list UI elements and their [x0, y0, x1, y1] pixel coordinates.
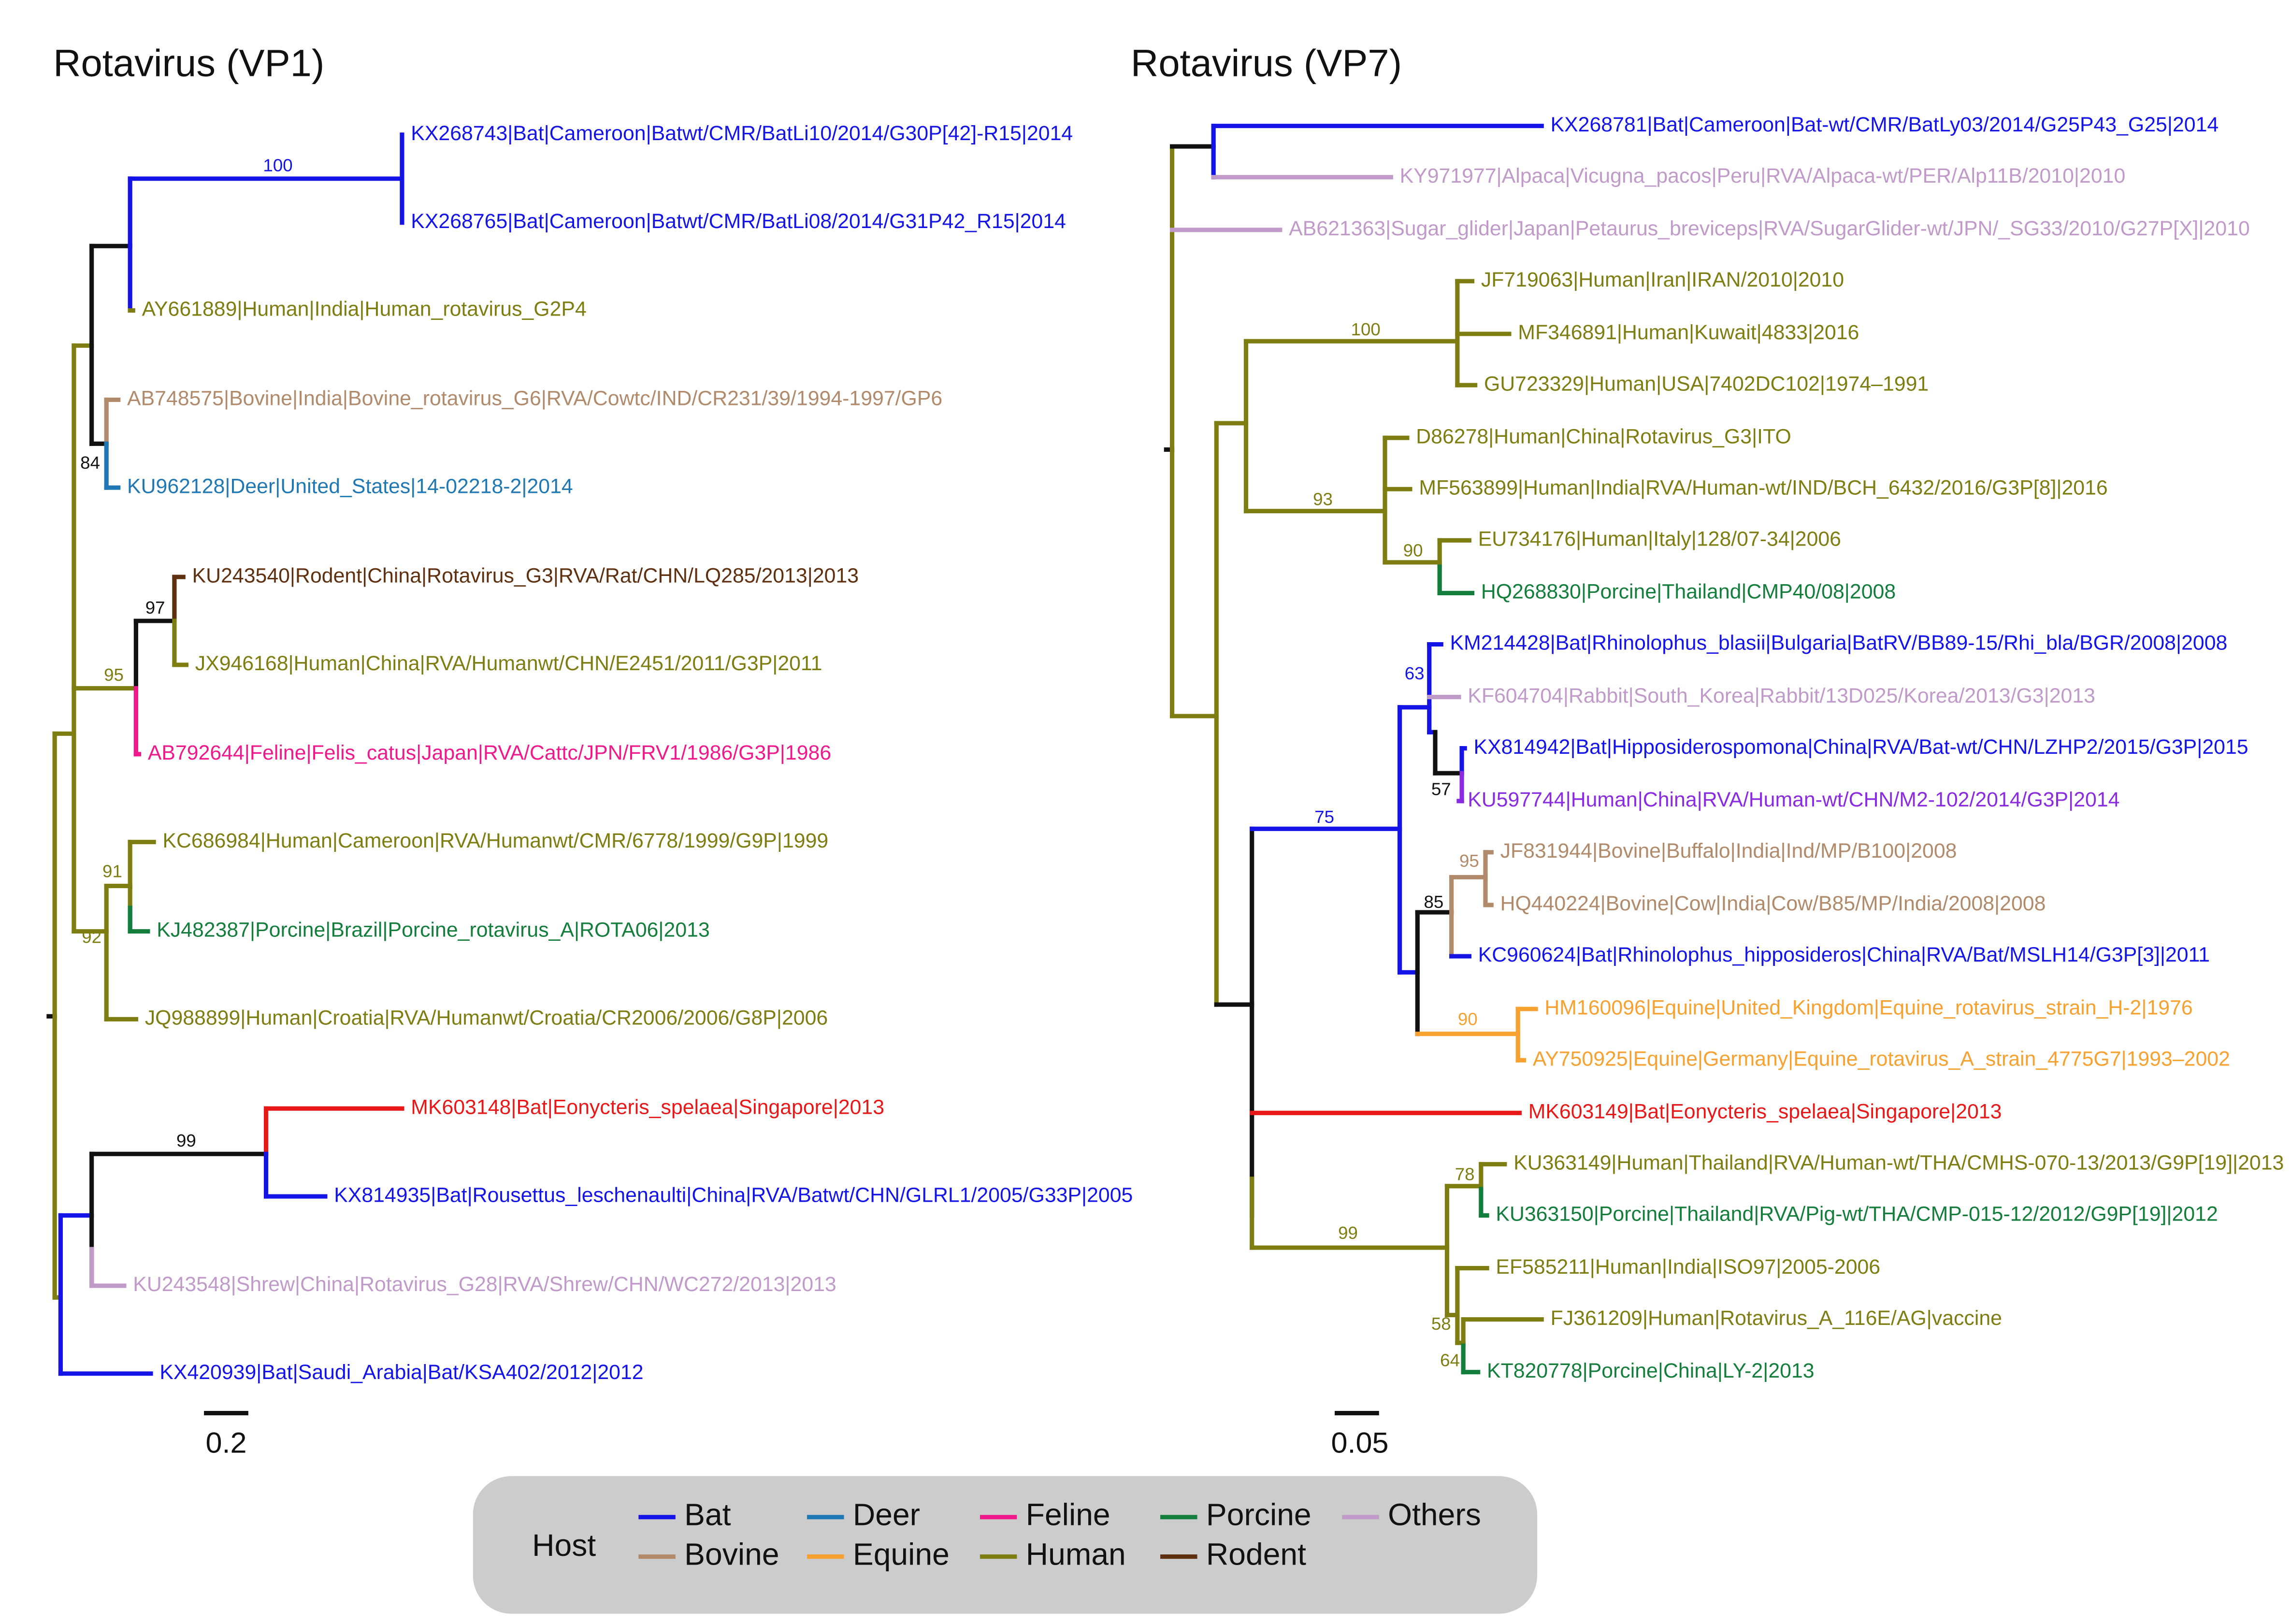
tip-label: KY971977|Alpaca|Vicugna_pacos|Peru|RVA/A… — [1400, 164, 2126, 187]
tip-label: KX814935|Bat|Rousettus_leschenaulti|Chin… — [334, 1183, 1133, 1207]
tip-label: MK603149|Bat|Eonycteris_spelaea|Singapor… — [1528, 1100, 2002, 1123]
bootstrap-value: 58 — [1431, 1314, 1451, 1334]
tip-label: MK603148|Bat|Eonycteris_spelaea|Singapor… — [411, 1096, 884, 1119]
tip-label: AB621363|Sugar_glider|Japan|Petaurus_bre… — [1289, 217, 2250, 240]
bootstrap-value: 100 — [1351, 319, 1381, 339]
tip-label: AY661889|Human|India|Human_rotavirus_G2P… — [142, 298, 587, 321]
bootstrap-value: 90 — [1458, 1009, 1478, 1029]
tip-label: HQ440224|Bovine|Cow|India|Cow/B85/MP/Ind… — [1500, 892, 2046, 915]
bootstrap-value: 78 — [1455, 1164, 1475, 1184]
tip-label: D86278|Human|China|Rotavirus_G3|ITO — [1416, 425, 1791, 448]
tip-label: KX268743|Bat|Cameroon|Batwt/CMR/BatLi10/… — [411, 122, 1073, 145]
tip-label: KT820778|Porcine|China|LY-2|2013 — [1487, 1359, 1815, 1382]
tip-label: KX420939|Bat|Saudi_Arabia|Bat/KSA402/201… — [159, 1361, 643, 1384]
tip-label: GU723329|Human|USA|7402DC102|1974–1991 — [1484, 372, 1929, 395]
bootstrap-value: 90 — [1403, 541, 1423, 560]
bootstrap-value: 75 — [1314, 807, 1334, 827]
legend-label: Rodent — [1206, 1537, 1306, 1572]
tip-label: KX814942|Bat|Hipposiderospomona|China|RV… — [1474, 735, 2248, 759]
bootstrap-value: 84 — [80, 453, 100, 473]
tip-label: KU363149|Human|Thailand|RVA/Human-wt/THA… — [1513, 1151, 2284, 1175]
bootstrap-value: 95 — [1459, 851, 1479, 871]
bootstrap-value: 99 — [1338, 1223, 1358, 1243]
tip-label: KX268781|Bat|Cameroon|Bat-wt/CMR/BatLy03… — [1551, 113, 2219, 136]
tip-label: KM214428|Bat|Rhinolophus_blasii|Bulgaria… — [1450, 632, 2228, 655]
legend-label: Bat — [684, 1497, 731, 1532]
bootstrap-value: 92 — [82, 927, 101, 947]
vp7-panel-title: Rotavirus (VP7) — [1131, 42, 1402, 85]
bootstrap-value: 85 — [1424, 892, 1444, 912]
bootstrap-value: 57 — [1431, 779, 1451, 799]
vp1-scale-bar: 0.2 — [204, 1411, 248, 1459]
tip-label: KU363150|Porcine|Thailand|RVA/Pig-wt/THA… — [1496, 1203, 2218, 1226]
tip-label: JF719063|Human|Iran|IRAN/2010|2010 — [1481, 268, 1844, 291]
tip-label: JQ988899|Human|Croatia|RVA/Humanwt/Croat… — [145, 1006, 828, 1030]
tip-label: KX268765|Bat|Cameroon|Batwt/CMR/BatLi08/… — [411, 210, 1066, 233]
bootstrap-value: 100 — [263, 156, 292, 175]
tip-label: EU734176|Human|Italy|128/07-34|2006 — [1478, 528, 1841, 551]
legend-label: Equine — [853, 1537, 950, 1572]
tip-label: MF346891|Human|Kuwait|4833|2016 — [1518, 321, 1859, 344]
vp1-panel-title: Rotavirus (VP1) — [53, 42, 324, 85]
legend-label: Porcine — [1206, 1497, 1311, 1532]
tip-label: KU243548|Shrew|China|Rotavirus_G28|RVA/S… — [133, 1273, 836, 1296]
tip-label: FJ361209|Human|Rotavirus_A_116E/AG|vacci… — [1551, 1307, 2002, 1330]
tip-label: AB792644|Feline|Felis_catus|Japan|RVA/Ca… — [148, 741, 831, 764]
legend-label: Human — [1026, 1537, 1126, 1572]
vp1-tree: KX268743|Bat|Cameroon|Batwt/CMR/BatLi10/… — [46, 122, 1133, 1384]
tip-label: HM160096|Equine|United_Kingdom|Equine_ro… — [1544, 996, 2192, 1020]
legend-label: Deer — [853, 1497, 920, 1532]
legend-title: Host — [532, 1528, 596, 1563]
bootstrap-value: 99 — [176, 1131, 196, 1150]
legend-label: Feline — [1026, 1497, 1110, 1532]
vp1-scale-label: 0.2 — [205, 1426, 246, 1459]
tip-label: MF563899|Human|India|RVA/Human-wt/IND/BC… — [1419, 476, 2107, 500]
tip-label: HQ268830|Porcine|Thailand|CMP40/08|2008 — [1481, 580, 1896, 604]
tip-label: JF831944|Bovine|Buffalo|India|Ind/MP/B10… — [1500, 839, 1957, 862]
tip-label: KF604704|Rabbit|South_Korea|Rabbit/13D02… — [1468, 684, 2095, 707]
tip-label: EF585211|Human|India|ISO97|2005-2006 — [1496, 1255, 1880, 1279]
bootstrap-value: 63 — [1405, 663, 1425, 683]
bootstrap-value: 95 — [104, 665, 124, 685]
tip-label: KC960624|Bat|Rhinolophus_hipposideros|Ch… — [1478, 943, 2210, 966]
vp7-scale-bar: 0.05 — [1331, 1411, 1389, 1459]
tip-label: AY750925|Equine|Germany|Equine_rotavirus… — [1533, 1048, 2230, 1071]
legend-label: Others — [1388, 1497, 1481, 1532]
vp7-scale-label: 0.05 — [1331, 1426, 1388, 1459]
tip-label: JX946168|Human|China|RVA/Humanwt/CHN/E24… — [195, 652, 822, 675]
bootstrap-value: 97 — [145, 598, 165, 618]
tip-label: KJ482387|Porcine|Brazil|Porcine_rotaviru… — [157, 919, 710, 942]
bootstrap-value: 91 — [102, 862, 122, 881]
tip-label: KU597744|Human|China|RVA/Human-wt/CHN/M2… — [1468, 788, 2119, 811]
tip-label: KU243540|Rodent|China|Rotavirus_G3|RVA/R… — [192, 564, 859, 587]
bootstrap-value: 93 — [1313, 489, 1333, 509]
bootstrap-value: 64 — [1440, 1351, 1460, 1370]
tip-label: AB748575|Bovine|India|Bovine_rotavirus_G… — [127, 387, 942, 410]
tip-label: KC686984|Human|Cameroon|RVA/Humanwt/CMR/… — [162, 829, 828, 852]
legend-label: Bovine — [684, 1537, 779, 1572]
tip-label: KU962128|Deer|United_States|14-02218-2|2… — [127, 475, 573, 498]
vp7-tree: KX268781|Bat|Cameroon|Bat-wt/CMR/BatLy03… — [1164, 113, 2284, 1382]
legend-box — [473, 1476, 1538, 1614]
